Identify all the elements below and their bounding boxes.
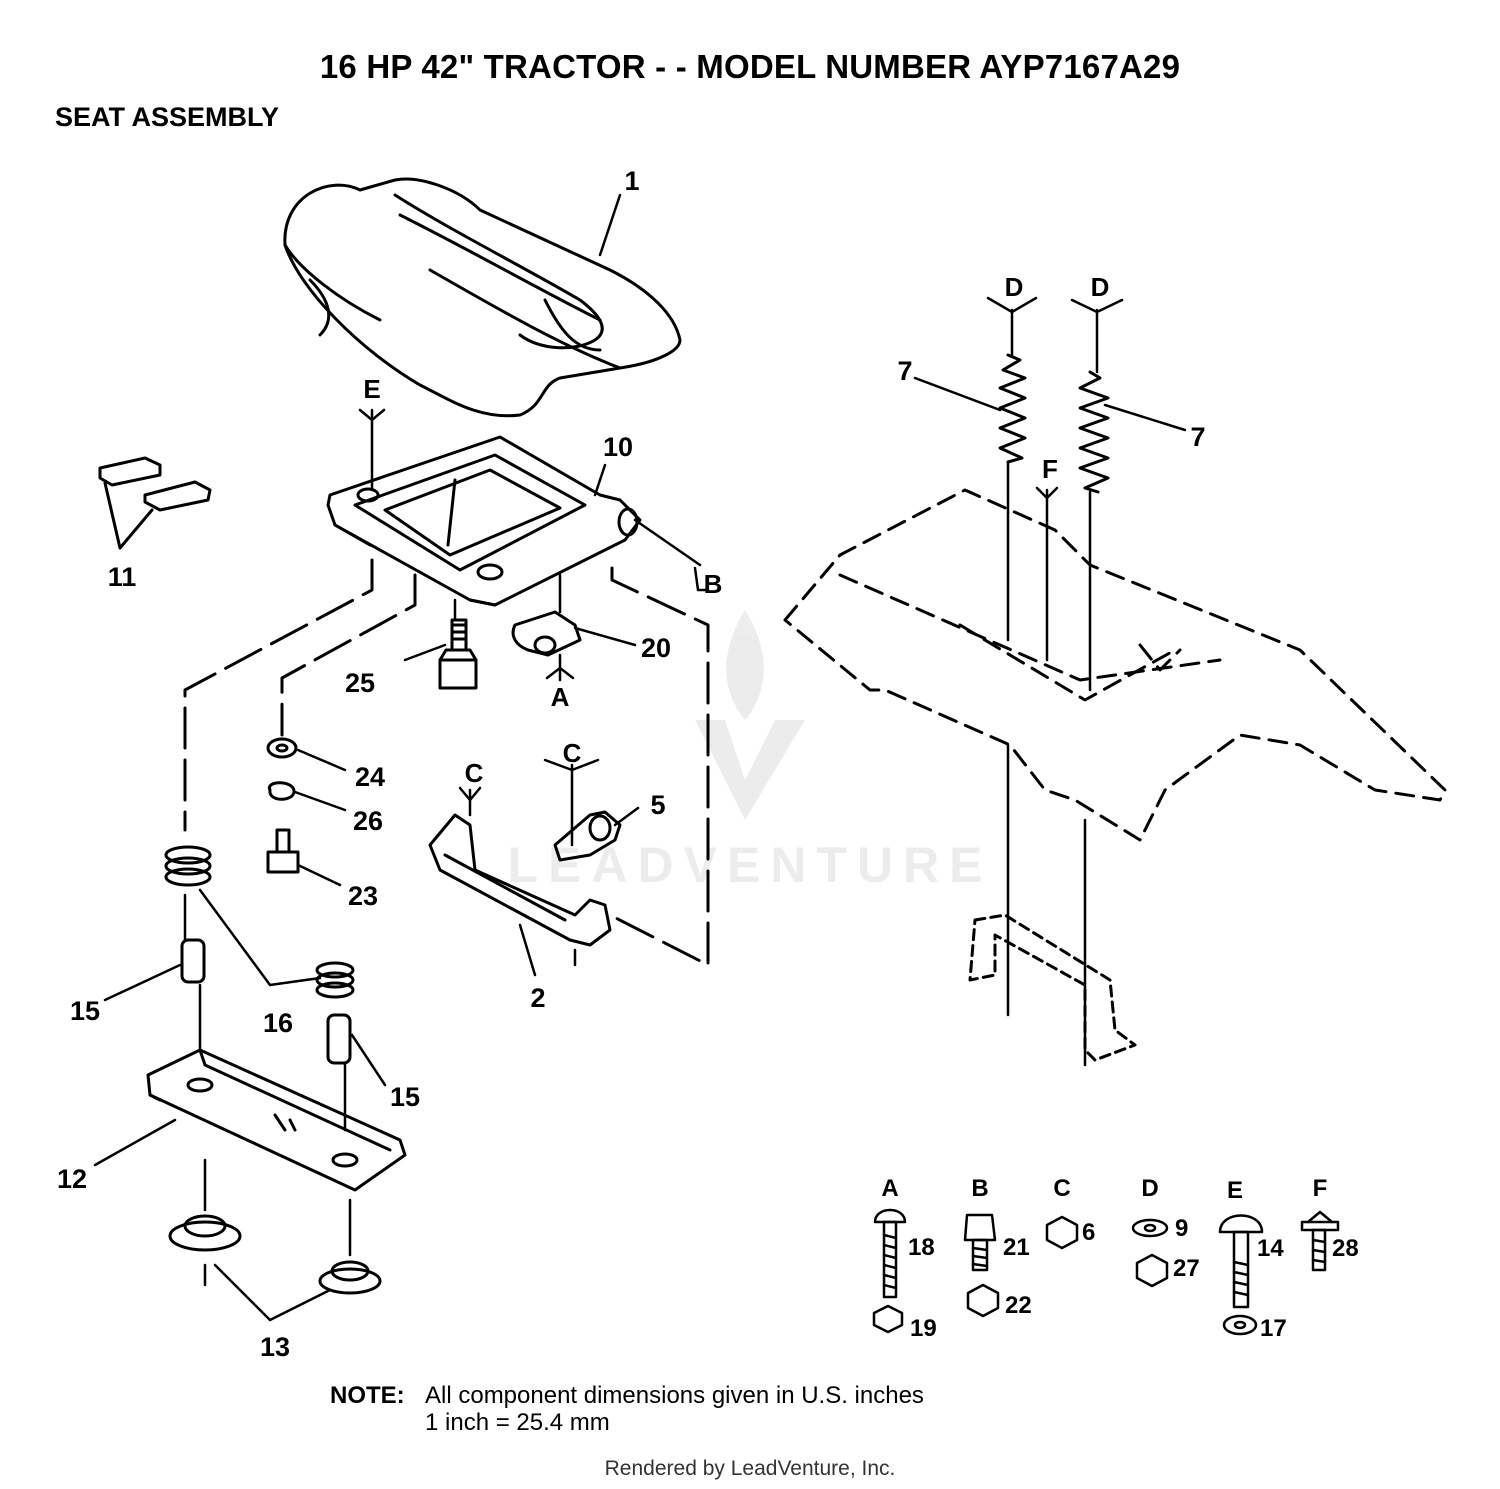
shoulder-bolt xyxy=(438,618,478,690)
bumper-pads xyxy=(98,456,212,550)
watermark-text: LEADVENTURE xyxy=(507,837,992,893)
washers-and-bolt xyxy=(266,737,300,874)
connector-b: B xyxy=(704,569,723,599)
callout-13: 13 xyxy=(260,1332,290,1362)
dimensions-note: NOTE: All component dimensions given in U… xyxy=(330,1382,924,1436)
key-letter-f: F xyxy=(1313,1175,1328,1202)
key-letter-d: D xyxy=(1141,1175,1158,1202)
key-part-28: 28 xyxy=(1332,1235,1359,1262)
seat-cushion xyxy=(283,177,682,418)
fender-springs xyxy=(998,353,1110,494)
page-title: 16 HP 42" TRACTOR - - MODEL NUMBER AYP71… xyxy=(319,48,1181,85)
callout-2: 2 xyxy=(530,983,545,1013)
section-title: SEAT ASSEMBLY xyxy=(55,102,280,132)
key-part-9: 9 xyxy=(1175,1215,1188,1242)
callout-20: 20 xyxy=(641,633,671,663)
mount-bushings xyxy=(168,1214,382,1295)
callout-7-right: 7 xyxy=(1190,422,1205,452)
callout-labels: 1 10 11 7 7 25 20 24 26 23 5 2 15 16 15 … xyxy=(57,166,1206,1362)
seat-pan xyxy=(326,435,642,607)
key-part-17: 17 xyxy=(1260,1315,1287,1342)
callout-15-right: 15 xyxy=(390,1082,420,1112)
key-part-22: 22 xyxy=(1005,1292,1032,1319)
key-part-18: 18 xyxy=(908,1234,935,1261)
callout-12: 12 xyxy=(57,1164,87,1194)
fender-bracket xyxy=(968,913,1137,1062)
hardware-key: A B C D E F 18 19 21 22 6 9 27 14 17 28 xyxy=(881,1175,1358,1342)
key-letter-b: B xyxy=(971,1175,988,1202)
callout-7-left: 7 xyxy=(897,356,912,386)
seat-clip xyxy=(511,610,582,657)
callout-10: 10 xyxy=(603,432,633,462)
render-credit: Rendered by LeadVenture, Inc. xyxy=(604,1457,896,1480)
key-part-14: 14 xyxy=(1257,1235,1284,1262)
callout-11: 11 xyxy=(108,562,137,592)
key-part-21: 21 xyxy=(1003,1234,1030,1261)
key-part-19: 19 xyxy=(910,1315,937,1342)
note-line-1: All component dimensions given in U.S. i… xyxy=(425,1382,924,1409)
key-letter-a: A xyxy=(881,1175,898,1202)
leader-lines xyxy=(93,193,1187,1322)
key-letter-e: E xyxy=(1227,1177,1243,1204)
key-part-6: 6 xyxy=(1082,1219,1095,1246)
connector-c-left: C xyxy=(465,758,484,788)
seat-mount-plate xyxy=(146,1048,407,1192)
callout-15-left: 15 xyxy=(70,996,100,1026)
connector-letters: E B A C C D D F xyxy=(363,272,1109,788)
callout-26: 26 xyxy=(353,806,383,836)
hardware-key-drawings xyxy=(872,1208,1340,1336)
callout-23: 23 xyxy=(348,881,378,911)
note-label: NOTE: xyxy=(330,1382,405,1409)
callout-25: 25 xyxy=(345,668,375,698)
explode-lines-dashed xyxy=(183,558,710,967)
spacer-tubes xyxy=(180,938,352,1065)
callout-1: 1 xyxy=(624,166,639,196)
key-part-27: 27 xyxy=(1173,1255,1200,1282)
bracket-clip xyxy=(553,810,622,862)
connector-d-left: D xyxy=(1005,272,1024,302)
fender-outline xyxy=(783,488,1447,842)
key-letter-c: C xyxy=(1053,1175,1070,1202)
connector-d-right: D xyxy=(1091,272,1110,302)
callout-16: 16 xyxy=(263,1008,293,1038)
connector-f: F xyxy=(1042,454,1058,484)
connector-e: E xyxy=(363,374,380,404)
connector-c-right: C xyxy=(563,738,582,768)
seat-bracket xyxy=(428,813,612,947)
seat-springs xyxy=(164,845,355,999)
explode-lines-solid xyxy=(183,308,1099,1287)
note-line-2: 1 inch = 25.4 mm xyxy=(425,1409,610,1436)
connector-arrows xyxy=(358,296,1124,802)
callout-24: 24 xyxy=(355,762,385,792)
callout-5: 5 xyxy=(650,790,665,820)
connector-a: A xyxy=(551,682,570,712)
leadventure-watermark: LEADVENTURE xyxy=(507,610,992,893)
